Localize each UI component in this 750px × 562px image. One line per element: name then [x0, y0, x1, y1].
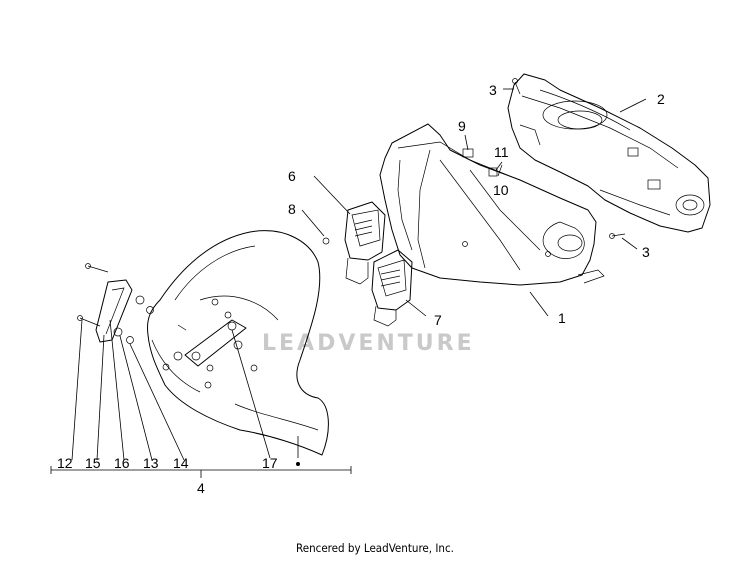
callout-7: 7 [434, 312, 442, 328]
leader-lines [50, 88, 647, 478]
callout-13: 13 [143, 455, 159, 471]
footer-credit: Rencered by LeadVenture, Inc. [296, 541, 454, 555]
mount-bracket-6 [344, 201, 386, 285]
front-handlebar-cover [379, 123, 605, 286]
callout-3a: 3 [489, 82, 497, 98]
callout-10: 10 [493, 182, 509, 198]
rear-handlebar-cover [507, 73, 711, 233]
callout-2: 2 [657, 91, 665, 107]
callout-1: 1 [558, 310, 566, 326]
callout-17: 17 [262, 455, 278, 471]
callout-6: 6 [288, 168, 296, 184]
callout-9: 9 [458, 118, 466, 134]
callout-16: 16 [114, 455, 130, 471]
callout-labels: 1 2 3 3 6 7 8 9 10 11 12 13 14 15 16 17 … [57, 82, 665, 496]
callout-4: 4 [197, 480, 205, 496]
callout-11: 11 [494, 144, 509, 160]
mount-bracket-7 [371, 249, 413, 327]
callout-3b: 3 [642, 244, 650, 260]
callout-15: 15 [85, 455, 101, 471]
mounting-plate-17 [173, 319, 247, 367]
windshield [147, 230, 329, 456]
callout-8: 8 [288, 201, 296, 217]
fasteners [77, 78, 626, 344]
watermark-text: LEADVENTURE [262, 331, 475, 356]
callout-12: 12 [57, 455, 73, 471]
callout-14: 14 [173, 455, 189, 471]
